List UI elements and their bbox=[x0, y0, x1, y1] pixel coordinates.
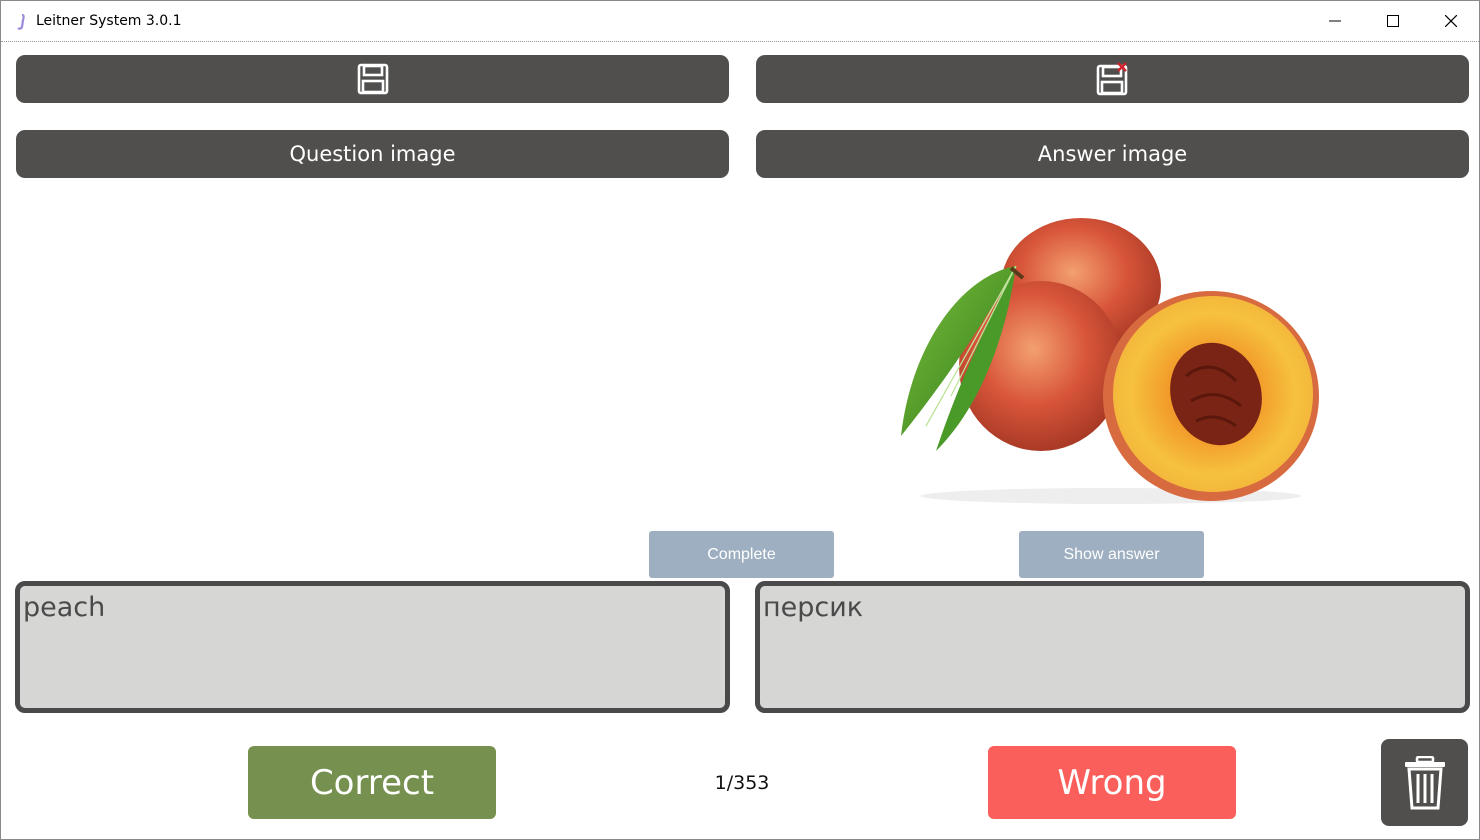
correct-button[interactable]: Correct bbox=[248, 746, 496, 819]
minimize-button[interactable] bbox=[1306, 1, 1364, 41]
question-text-field[interactable]: peach bbox=[15, 581, 730, 713]
save-icon bbox=[357, 63, 388, 95]
wrong-button[interactable]: Wrong bbox=[988, 746, 1236, 819]
trash-icon bbox=[1404, 755, 1445, 809]
save-delete-icon bbox=[1096, 62, 1127, 96]
delete-card-button[interactable] bbox=[1381, 739, 1468, 826]
app-icon bbox=[17, 13, 25, 30]
answer-text-field[interactable]: персик bbox=[755, 581, 1470, 713]
maximize-button[interactable] bbox=[1364, 1, 1422, 41]
show-answer-button[interactable]: Show answer bbox=[1019, 531, 1204, 578]
answer-image-button[interactable]: Answer image bbox=[756, 130, 1469, 178]
answer-image bbox=[881, 206, 1331, 506]
maximize-icon bbox=[1387, 15, 1399, 27]
close-icon bbox=[1445, 15, 1457, 27]
save-button[interactable] bbox=[16, 55, 729, 103]
save-and-delete-button[interactable] bbox=[756, 55, 1469, 103]
peach-image bbox=[901, 218, 1319, 504]
complete-button[interactable]: Complete bbox=[649, 531, 834, 578]
question-image-area bbox=[16, 191, 729, 521]
close-button[interactable] bbox=[1422, 1, 1480, 41]
question-image-button[interactable]: Question image bbox=[16, 130, 729, 178]
answer-text: персик bbox=[763, 592, 864, 623]
window-title: Leitner System 3.0.1 bbox=[36, 13, 182, 29]
minimize-icon bbox=[1329, 20, 1341, 22]
title-bar: Leitner System 3.0.1 bbox=[1, 1, 1479, 42]
card-counter: 1/353 bbox=[714, 772, 770, 794]
question-text: peach bbox=[23, 592, 106, 623]
